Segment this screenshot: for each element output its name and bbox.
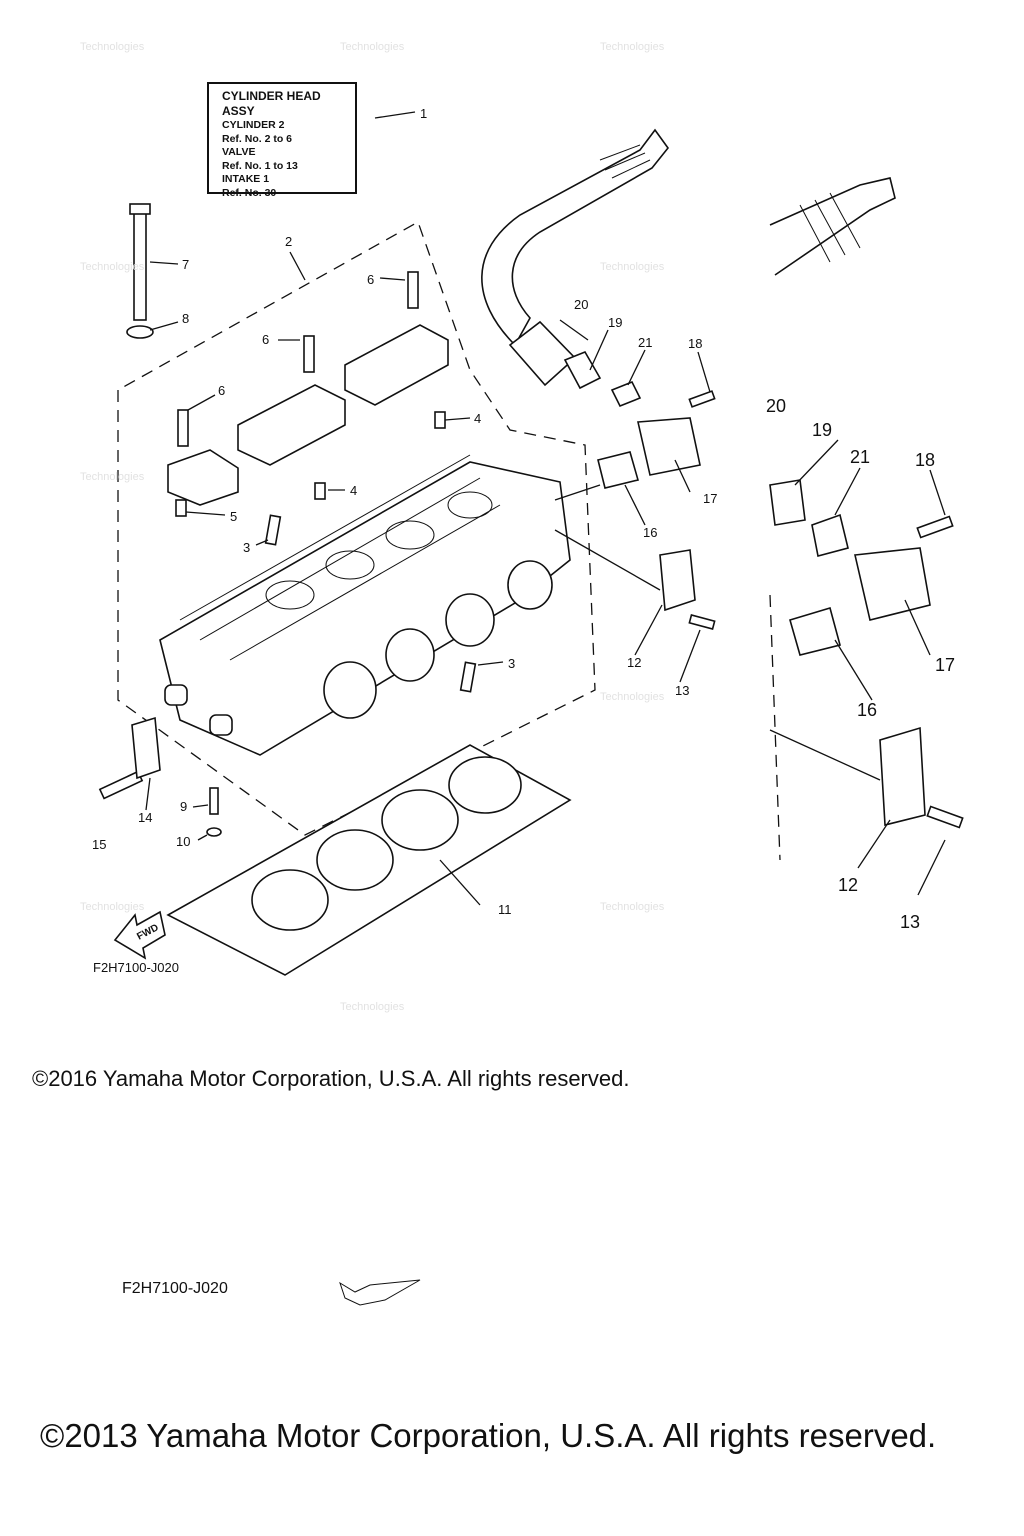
callout-13: 13 (675, 683, 689, 698)
detail-hose (769, 177, 896, 276)
callout-18: 18 (688, 336, 702, 351)
bolts (98, 203, 477, 837)
svg-text:Technologies: Technologies (80, 261, 145, 273)
callout-15: 15 (92, 837, 106, 852)
cam-caps (167, 324, 449, 506)
callout-3a: 3 (243, 540, 250, 555)
thermostat-assembly (597, 380, 716, 630)
callout-labels: 1 2 3 3 4 4 5 6 6 6 7 8 9 10 11 12 13 14… (92, 106, 955, 932)
cylinder-head-assy-outline (117, 221, 596, 836)
assy-title: CYLINDER HEAD ASSY (222, 89, 321, 118)
assy-line: Ref. No. 2 to 6 (222, 132, 293, 145)
callout-4b: 4 (350, 483, 357, 498)
svg-text:Technologies: Technologies (600, 41, 665, 53)
callout-6b: 6 (262, 332, 269, 347)
assy-line: VALVE (222, 146, 256, 158)
diagram-code: F2H7100-J020 (93, 960, 179, 975)
detail-callout-12: 12 (838, 875, 858, 895)
callout-5: 5 (230, 509, 237, 524)
callout-1: 1 (420, 106, 427, 121)
assy-line: CYLINDER 2 (222, 119, 285, 131)
callout-6a: 6 (367, 272, 374, 287)
callout-8: 8 (182, 311, 189, 326)
diagram-code-secondary: F2H7100-J020 (122, 1280, 228, 1297)
svg-text:Technologies: Technologies (80, 41, 145, 53)
callout-11: 11 (498, 902, 512, 917)
svg-text:Technologies: Technologies (600, 261, 665, 273)
callout-14: 14 (138, 810, 152, 825)
detail-callout-21: 21 (850, 447, 870, 467)
assy-line: INTAKE 1 (222, 173, 270, 185)
watermarks: Technologies Technologies Technologies T… (80, 41, 665, 1013)
svg-text:Technologies: Technologies (80, 471, 145, 483)
copyright-notice-2013: ©2013 Yamaha Motor Corporation, U.S.A. A… (40, 1417, 937, 1454)
copyright-notice-2016: ©2016 Yamaha Motor Corporation, U.S.A. A… (32, 1066, 630, 1091)
detail-callout-19: 19 (812, 420, 832, 440)
callout-2: 2 (285, 234, 292, 249)
gasket-sketch-icon (339, 1279, 421, 1306)
detail-callout-18: 18 (915, 450, 935, 470)
callout-21: 21 (638, 335, 652, 350)
callout-12: 12 (627, 655, 641, 670)
head-gasket-11 (166, 744, 572, 976)
callout-6c: 6 (218, 383, 225, 398)
callout-17: 17 (703, 491, 717, 506)
callout-3b: 3 (508, 656, 515, 671)
callout-20: 20 (574, 297, 588, 312)
leader-lines (145, 111, 946, 906)
callout-19: 19 (608, 315, 622, 330)
detail-callout-17: 17 (935, 655, 955, 675)
assy-line: Ref. No. 1 to 13 (222, 159, 298, 172)
callout-9: 9 (180, 799, 187, 814)
detail-callout-13: 13 (900, 912, 920, 932)
detail-callout-20: 20 (766, 396, 786, 416)
svg-text:Technologies: Technologies (600, 901, 665, 913)
callout-16: 16 (643, 525, 657, 540)
detail-thermostat-view (769, 479, 964, 861)
svg-text:Technologies: Technologies (340, 1001, 405, 1013)
assy-line: Ref. No. 30 (222, 186, 277, 199)
forward-arrow: FWD (113, 910, 166, 960)
callout-10: 10 (176, 834, 190, 849)
water-hose-20 (481, 128, 670, 390)
svg-text:Technologies: Technologies (340, 41, 405, 53)
callout-7: 7 (182, 257, 189, 272)
svg-text:Technologies: Technologies (600, 691, 665, 703)
cylinder-head-block (159, 454, 571, 756)
cylinder-head-assy-box: CYLINDER HEAD ASSY CYLINDER 2 Ref. No. 2… (207, 82, 357, 199)
svg-text:Technologies: Technologies (80, 901, 145, 913)
detail-callout-16: 16 (857, 700, 877, 720)
callout-4a: 4 (474, 411, 481, 426)
